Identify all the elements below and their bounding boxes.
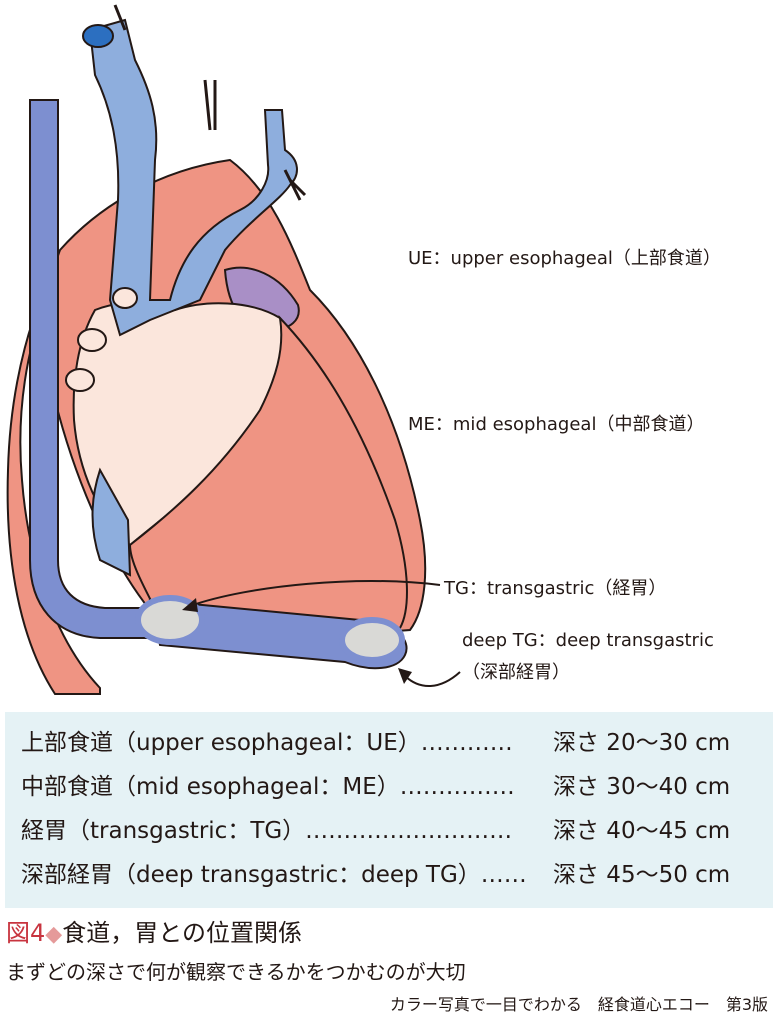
- tg-arrow: [189, 580, 441, 607]
- heart-esophagus-diagram: [6, 4, 461, 695]
- figure-number: 図4: [6, 919, 46, 947]
- table-row-name: 深部経胃（deep transgastric：deep TG）……: [21, 862, 527, 888]
- figure-subtitle: まずどの深さで何が観察できるかをつかむのが大切: [6, 960, 466, 984]
- superior-vena-cava: [88, 18, 298, 337]
- table-row-depth: 深さ 40～45 cm: [553, 818, 731, 844]
- ivc: [91, 467, 132, 577]
- label-tg: TG：transgastric（経胃）: [444, 578, 667, 599]
- vessel-branches: [113, 4, 307, 201]
- bronchus-rings: [65, 287, 138, 392]
- table-row-depth: 深さ 45～50 cm: [553, 862, 731, 888]
- table-row-depth: 深さ 30～40 cm: [553, 774, 731, 800]
- deep-tg-arrowhead: [398, 668, 412, 684]
- probe-tip-deep-tg: [339, 617, 405, 663]
- label-ue: UE：upper esophageal（上部食道）: [408, 248, 721, 269]
- vessel-opening: [82, 24, 114, 48]
- descending-aorta: [6, 244, 101, 695]
- depth-table: 上部食道（upper esophageal：UE）………… 深さ 20～30 c…: [5, 712, 773, 908]
- table-row-name: 中部食道（mid esophageal：ME）……………: [21, 774, 515, 800]
- label-deep-tg-ja: （深部経胃）: [462, 662, 570, 683]
- label-deep-tg: deep TG：deep transgastric: [462, 630, 714, 651]
- ventricle: [128, 314, 408, 630]
- table-row-depth: 深さ 20～30 cm: [553, 730, 731, 756]
- book-credit: カラー写真で一目でわかる 経食道心エコー 第3版: [389, 995, 768, 1014]
- label-me: ME：mid esophageal（中部食道）: [408, 414, 705, 435]
- table-row-name: 経胃（transgastric：TG）………………………: [21, 818, 513, 844]
- deep-tg-arrow: [404, 671, 461, 688]
- tg-arrowhead: [182, 598, 198, 612]
- diamond-icon: ◆: [45, 922, 63, 947]
- figure-title: 図4◆食道，胃との位置関係: [6, 919, 302, 948]
- table-row-name: 上部食道（upper esophageal：UE）…………: [21, 730, 513, 756]
- figure-title-text: 食道，胃との位置関係: [62, 919, 302, 947]
